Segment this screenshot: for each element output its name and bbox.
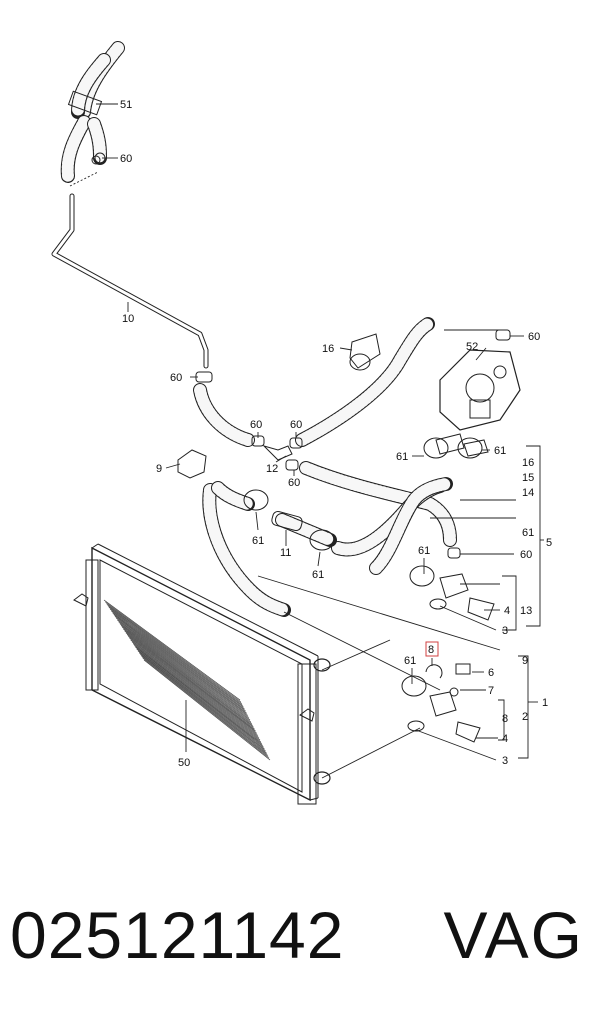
callout-8-highlighted: 8 — [428, 644, 434, 656]
callout-2: 2 — [522, 711, 528, 723]
callout-9: 9 — [156, 463, 162, 475]
callout-50: 50 — [178, 757, 190, 769]
callout-61: 61 — [494, 445, 506, 457]
callout-61: 61 — [404, 655, 416, 667]
clamps — [91, 155, 511, 697]
callout-61: 61 — [396, 451, 408, 463]
callout-3: 3 — [502, 625, 508, 637]
callout-16: 16 — [322, 343, 334, 355]
cooling-system-diagram: 51 60 10 16 60 52 60 60 60 9 12 60 61 61… — [51, 41, 552, 805]
callout-12: 12 — [266, 463, 278, 475]
part-number: 025121142 — [10, 898, 345, 972]
small-parts — [177, 333, 381, 532]
callout-4: 4 — [502, 733, 508, 745]
callout-60: 60 — [288, 477, 300, 489]
callout-6: 6 — [488, 667, 494, 679]
callout-8: 8 — [502, 713, 508, 725]
callout-13: 13 — [520, 605, 532, 617]
callout-3: 3 — [502, 755, 508, 767]
callout-60: 60 — [120, 153, 132, 165]
callout-60: 60 — [520, 549, 532, 561]
flanges — [407, 573, 495, 743]
hose-assembly — [193, 317, 457, 617]
callout-1: 1 — [542, 697, 548, 709]
callout-4: 4 — [504, 605, 510, 617]
callout-61: 61 — [418, 545, 430, 557]
callout-labels: 51 60 10 16 60 52 60 60 60 9 12 60 61 61… — [120, 99, 552, 769]
radiator — [73, 543, 331, 805]
pipe-10 — [51, 171, 209, 369]
callout-11: 11 — [280, 547, 291, 559]
callout-9: 9 — [522, 655, 528, 667]
callout-61: 61 — [252, 535, 264, 547]
callout-61: 61 — [312, 569, 324, 581]
callout-5: 5 — [546, 537, 552, 549]
leader-lines — [96, 103, 541, 779]
callout-16: 16 — [522, 457, 534, 469]
callout-60: 60 — [250, 419, 262, 431]
thermostat-housing-52 — [435, 349, 521, 457]
callout-60: 60 — [290, 419, 302, 431]
callout-60: 60 — [528, 331, 540, 343]
callout-52: 52 — [466, 341, 478, 353]
callout-10: 10 — [122, 313, 134, 325]
callout-15: 15 — [522, 472, 534, 484]
callout-51: 51 — [120, 99, 132, 111]
callout-60: 60 — [170, 372, 182, 384]
brand-name: VAG — [443, 898, 584, 972]
callout-7: 7 — [488, 685, 494, 697]
callout-14: 14 — [522, 487, 534, 499]
callout-61: 61 — [522, 527, 534, 539]
footer: 025121142 VAG — [0, 880, 600, 1000]
